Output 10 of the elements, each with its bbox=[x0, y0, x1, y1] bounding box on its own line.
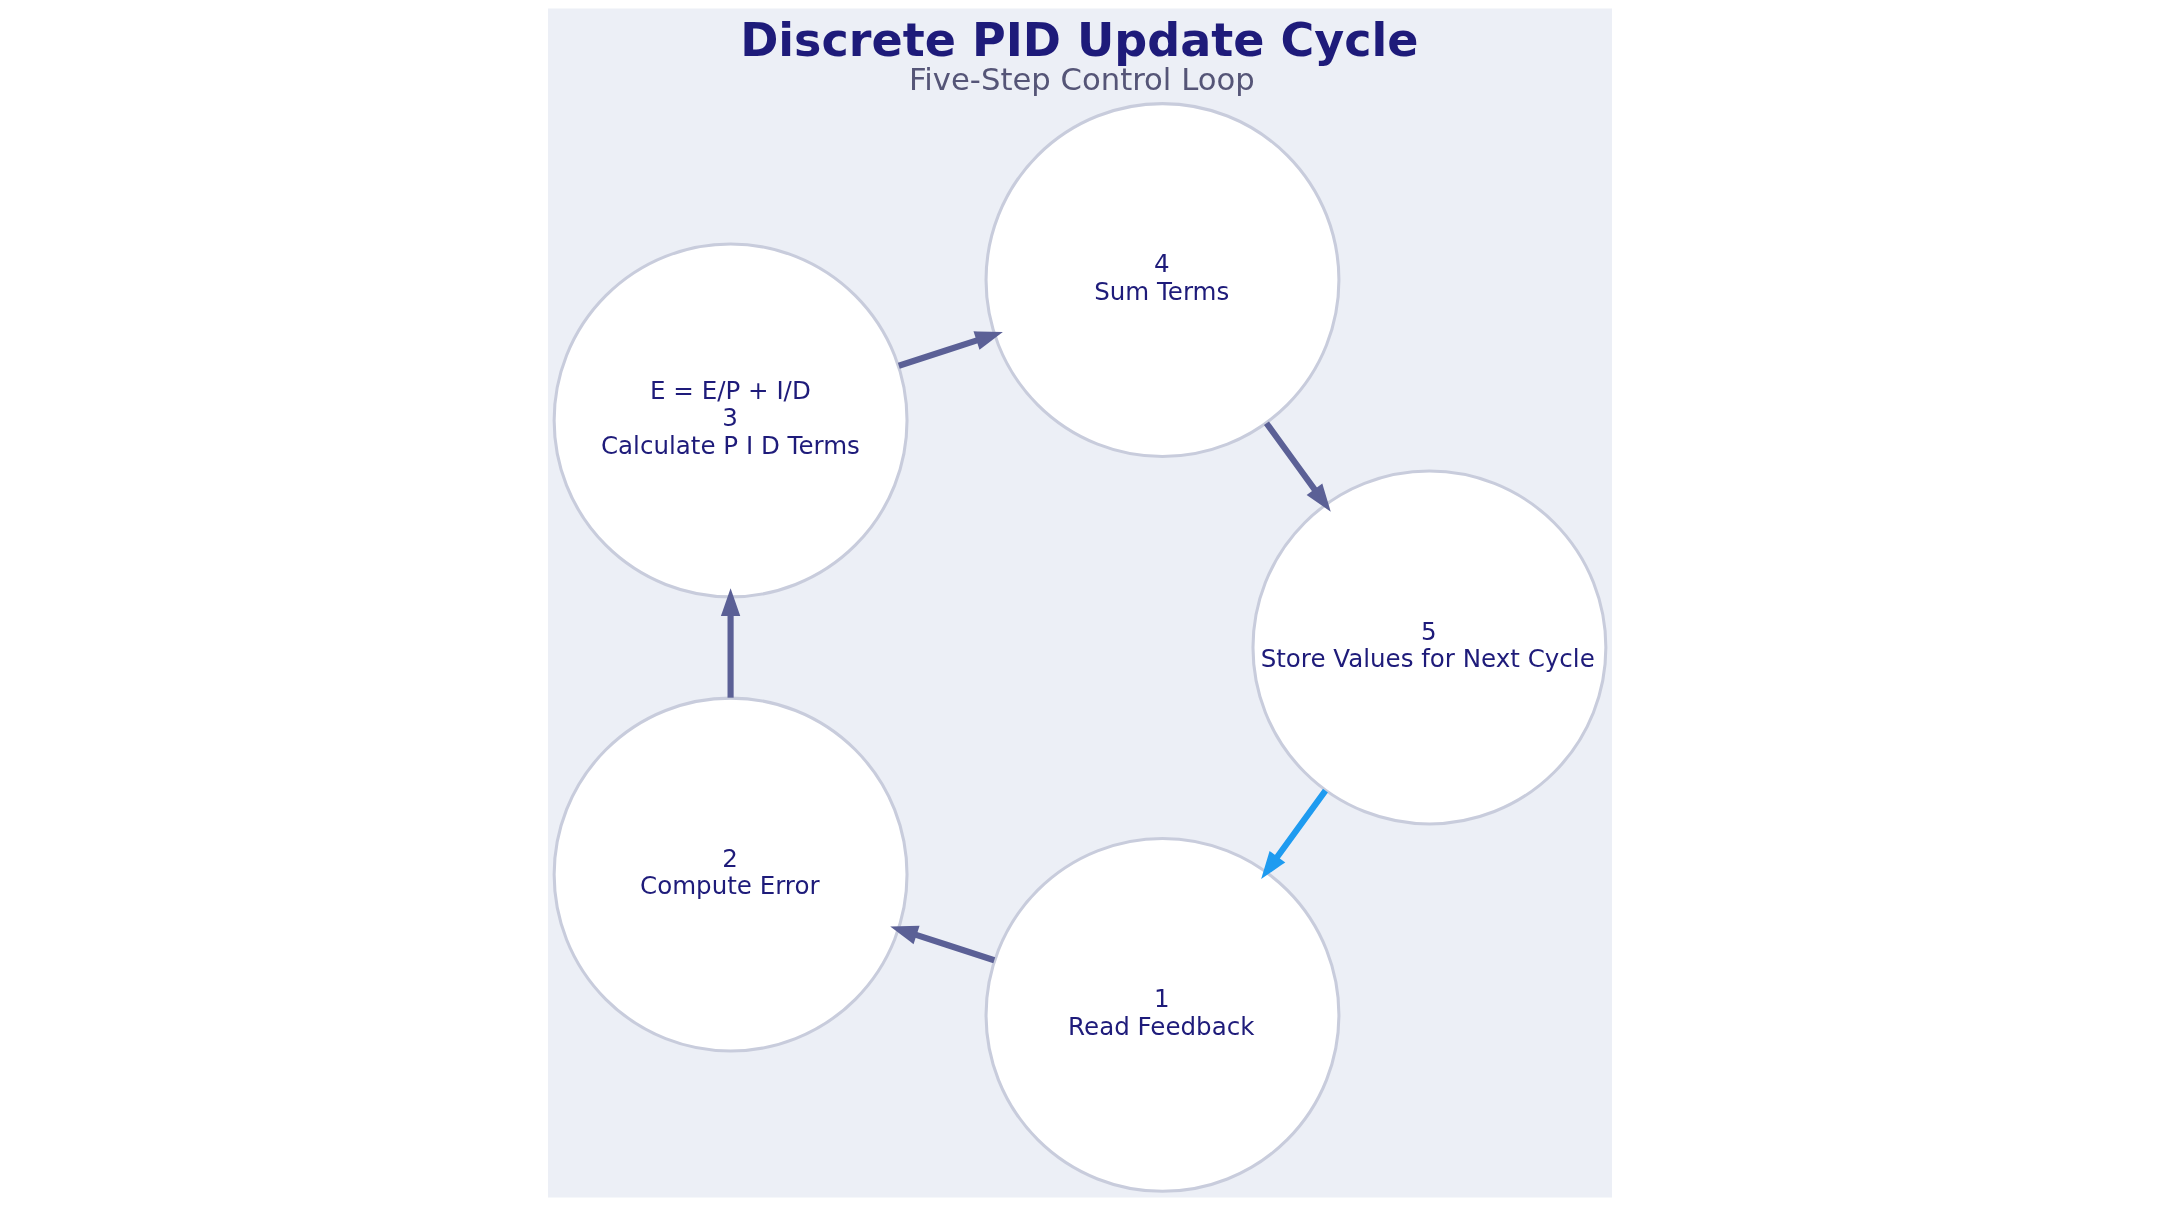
arrow bbox=[720, 588, 741, 698]
arrow bbox=[1263, 421, 1331, 512]
arrow bbox=[890, 925, 996, 964]
arrow bbox=[897, 331, 1003, 369]
node-circle: 5 Store Values for Next Cycle bbox=[1251, 469, 1608, 826]
arrow bbox=[1261, 788, 1328, 880]
node-circle: E = E/P + I/D 3 Calculate P I D Terms bbox=[552, 242, 909, 599]
node-circle: 2 Compute Error bbox=[552, 696, 909, 1053]
node-circle: 1 Read Feedback bbox=[984, 836, 1341, 1193]
node-circle: 4 Sum Terms bbox=[984, 102, 1341, 459]
